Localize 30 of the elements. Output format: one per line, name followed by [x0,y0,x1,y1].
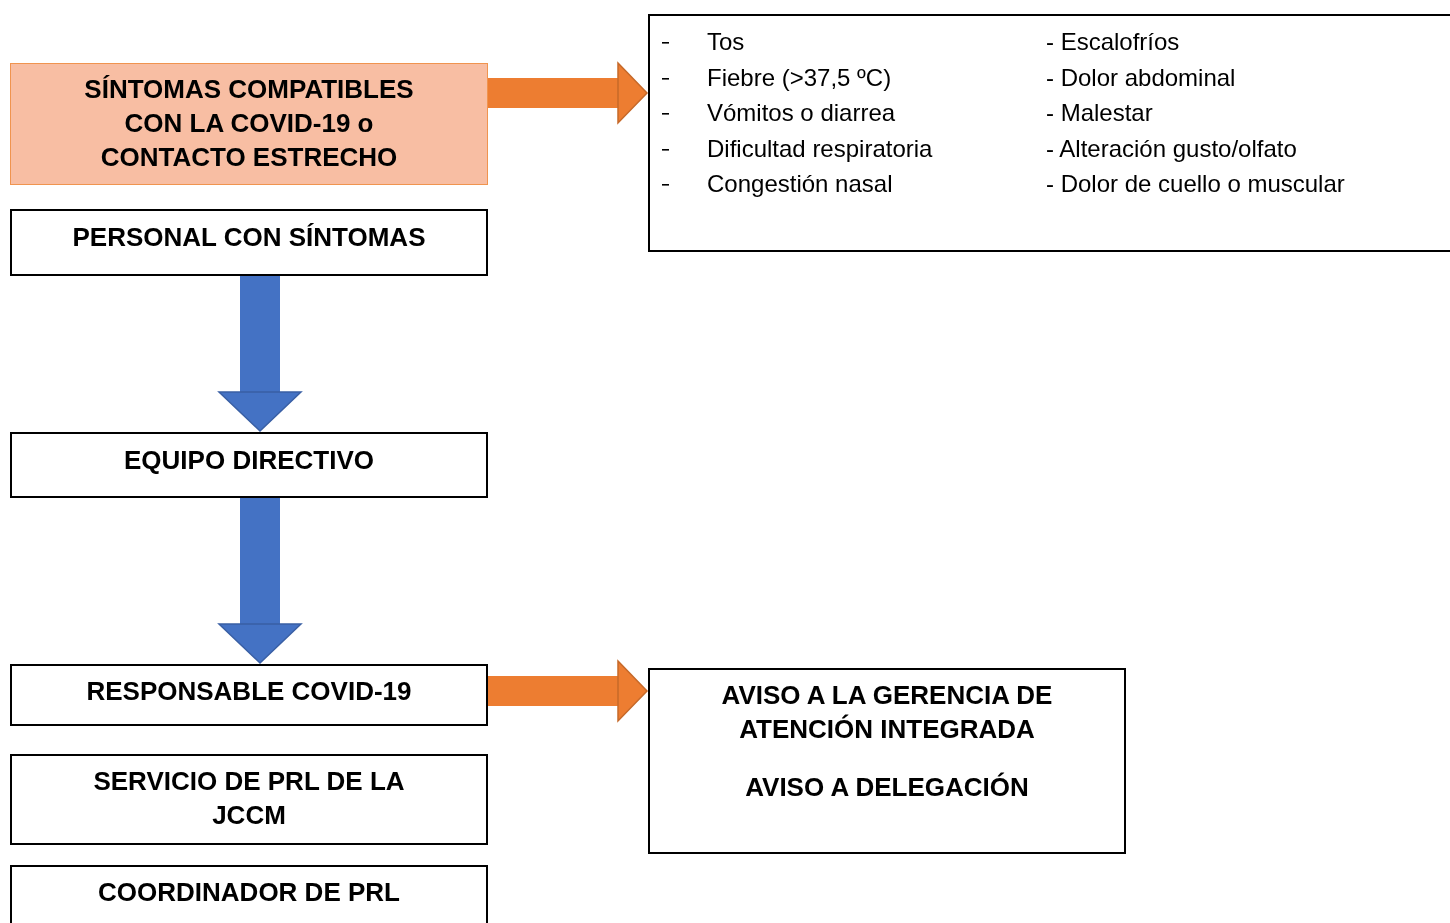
symptom-text: Fiebre (>37,5 ºC) [707,63,892,92]
box-label: RESPONSABLE COVID-19 [85,675,413,708]
process-box [10,432,488,498]
process-box [10,63,488,185]
symptom-text: - Dolor de cuello o muscular [1046,170,1345,198]
box-label: COORDINADOR DE PRL [97,876,401,909]
process-box [10,664,488,726]
process-box [648,668,1126,854]
process-box [10,754,488,845]
symptom-text: - Escalofríos [1046,28,1180,56]
box-label: EQUIPO DIRECTIVO [123,444,375,477]
box-label: SERVICIO DE PRL DE LA JCCM [92,765,406,832]
block-arrow [488,660,648,722]
symptom-text: - Malestar [1046,99,1153,127]
process-box [10,865,488,923]
box-label: AVISO A DELEGACIÓN [744,771,1030,804]
symptom-text: - Dolor abdominal [1046,63,1236,92]
symptom-text: Vómitos o diarrea [707,99,896,127]
symptom-list-box [648,14,1450,252]
symptom-text: Tos [707,28,745,56]
process-box [10,209,488,276]
box-label: PERSONAL CON SÍNTOMAS [71,221,427,254]
box-label: SÍNTOMAS COMPATIBLES CON LA COVID-19 o CONTACTO ESTRECHO [83,73,415,174]
block-arrow [218,498,302,664]
box-label: AVISO A LA GERENCIA DE ATENCIÓN INTEGRADA [720,679,1054,746]
block-arrow [218,276,302,432]
symptom-text: - Alteración gusto/olfato [1046,134,1297,163]
symptom-text: Congestión nasal [707,170,893,198]
block-arrow [488,62,648,124]
symptom-text: Dificultad respiratoria [707,134,933,163]
